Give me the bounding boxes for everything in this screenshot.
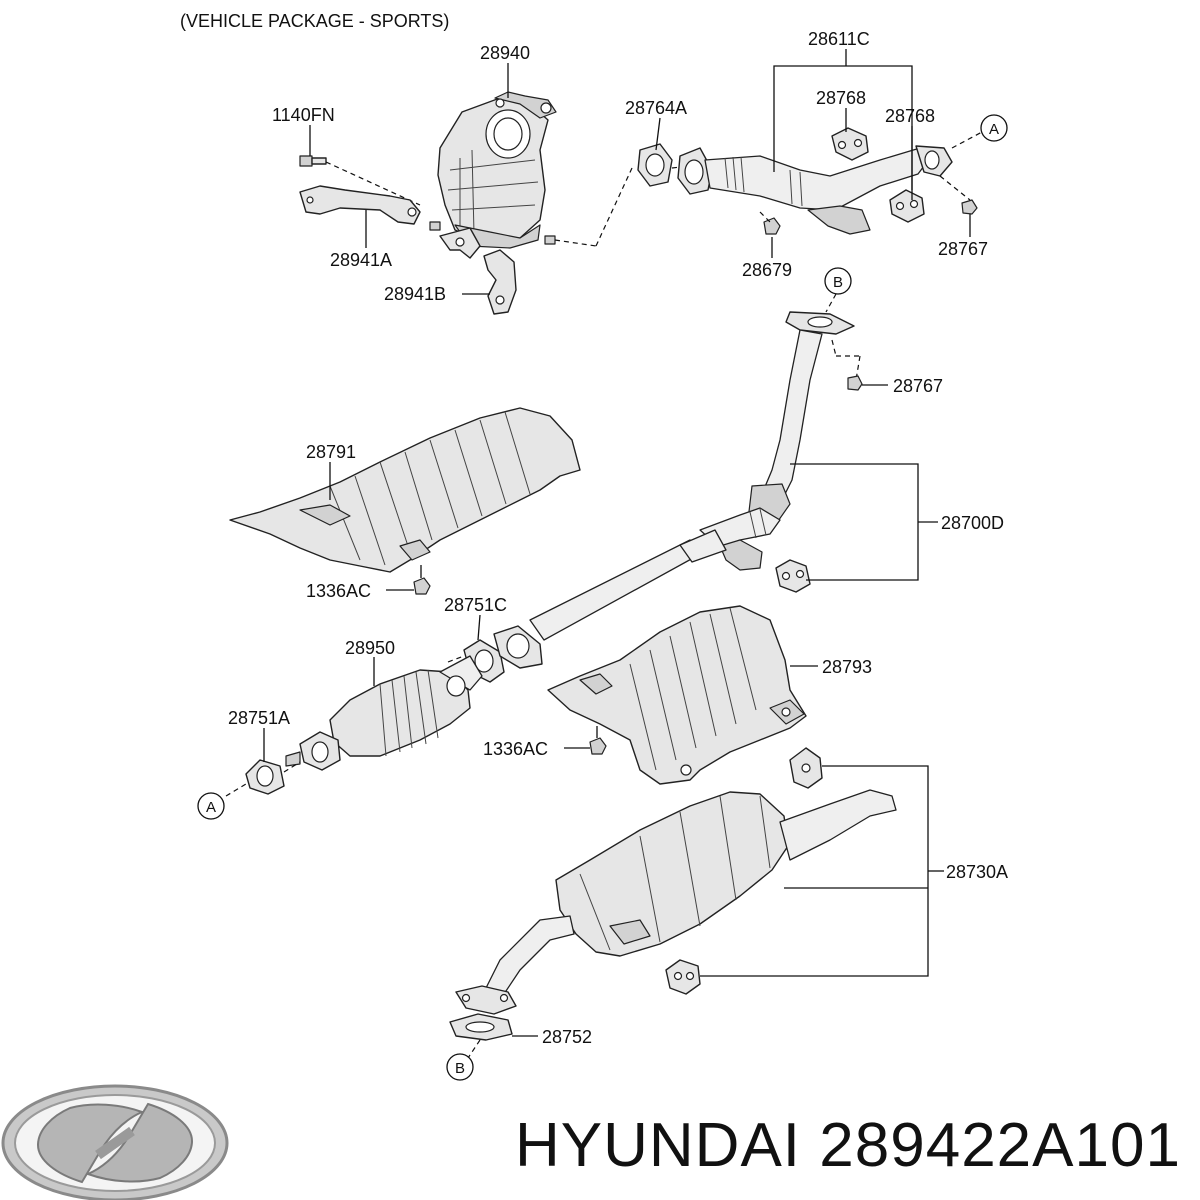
catalytic-converter-28940 <box>437 91 557 249</box>
label-28941B: 28941B <box>384 284 446 304</box>
heat-protector-28793 <box>547 605 807 785</box>
label-28791: 28791 <box>306 442 356 462</box>
heat-protector-28791 <box>229 407 581 573</box>
brand-name: HYUNDAI <box>515 1111 802 1180</box>
gasket-28764A <box>637 143 673 187</box>
label-28940: 28940 <box>480 43 530 63</box>
label-28700D: 28700D <box>941 513 1004 533</box>
bracket-28941A <box>299 185 421 225</box>
ref-circle-A-bottom: A <box>197 792 225 820</box>
front-pipe-28611C <box>677 145 953 235</box>
label-28679: 28679 <box>742 260 792 280</box>
label-28767-upper: 28767 <box>938 239 988 259</box>
nut-28679 <box>763 217 781 235</box>
nut-28767-lower <box>847 375 863 391</box>
label-28767-lower: 28767 <box>893 376 943 396</box>
label-1336AC-lower: 1336AC <box>483 739 548 759</box>
label-28950: 28950 <box>345 638 395 658</box>
part-number: 289422A101 <box>819 1111 1181 1180</box>
center-pipe-28700D <box>529 311 855 641</box>
label-28730A: 28730A <box>946 862 1008 882</box>
catalytic-converter-28950 <box>285 655 483 771</box>
svg-text:A: A <box>206 799 216 816</box>
gasket-28752 <box>449 1013 513 1041</box>
ref-circle-B-bottom: B <box>446 1053 474 1081</box>
hanger-28768-lower <box>889 189 925 223</box>
label-28752: 28752 <box>542 1027 592 1047</box>
label-28764A: 28764A <box>625 98 687 118</box>
svg-text:A: A <box>989 121 999 138</box>
nut-1336AC-upper <box>413 577 431 595</box>
label-1140FN: 1140FN <box>272 105 335 125</box>
nut-28767-upper <box>961 199 978 215</box>
muffler-28730A <box>455 747 897 1015</box>
label-28941A: 28941A <box>330 250 392 270</box>
leader-lines <box>263 49 971 1037</box>
label-28611C: 28611C <box>808 29 870 49</box>
vehicle-package-note: (VEHICLE PACKAGE - SPORTS) <box>180 11 449 31</box>
ref-circle-A-top: A <box>980 114 1008 142</box>
hyundai-logo-icon <box>1 1084 229 1200</box>
label-28751A: 28751A <box>228 708 290 728</box>
gasket-28751A <box>245 759 285 795</box>
hanger-28768-upper <box>831 127 869 161</box>
bracket-28941B <box>439 227 517 315</box>
label-1336AC-upper: 1336AC <box>306 581 371 601</box>
brand-part-caption: HYUNDAI 289422A101 <box>515 1110 1181 1181</box>
label-28768-left: 28768 <box>816 88 866 108</box>
svg-text:B: B <box>455 1060 465 1077</box>
svg-text:B: B <box>833 274 843 291</box>
label-28768-right: 28768 <box>885 106 935 126</box>
label-28793: 28793 <box>822 657 872 677</box>
nut-1336AC-lower <box>589 737 607 755</box>
ref-circle-B-top: B <box>824 267 852 295</box>
label-28751C: 28751C <box>444 595 507 615</box>
bolt-1140FN <box>299 155 327 167</box>
